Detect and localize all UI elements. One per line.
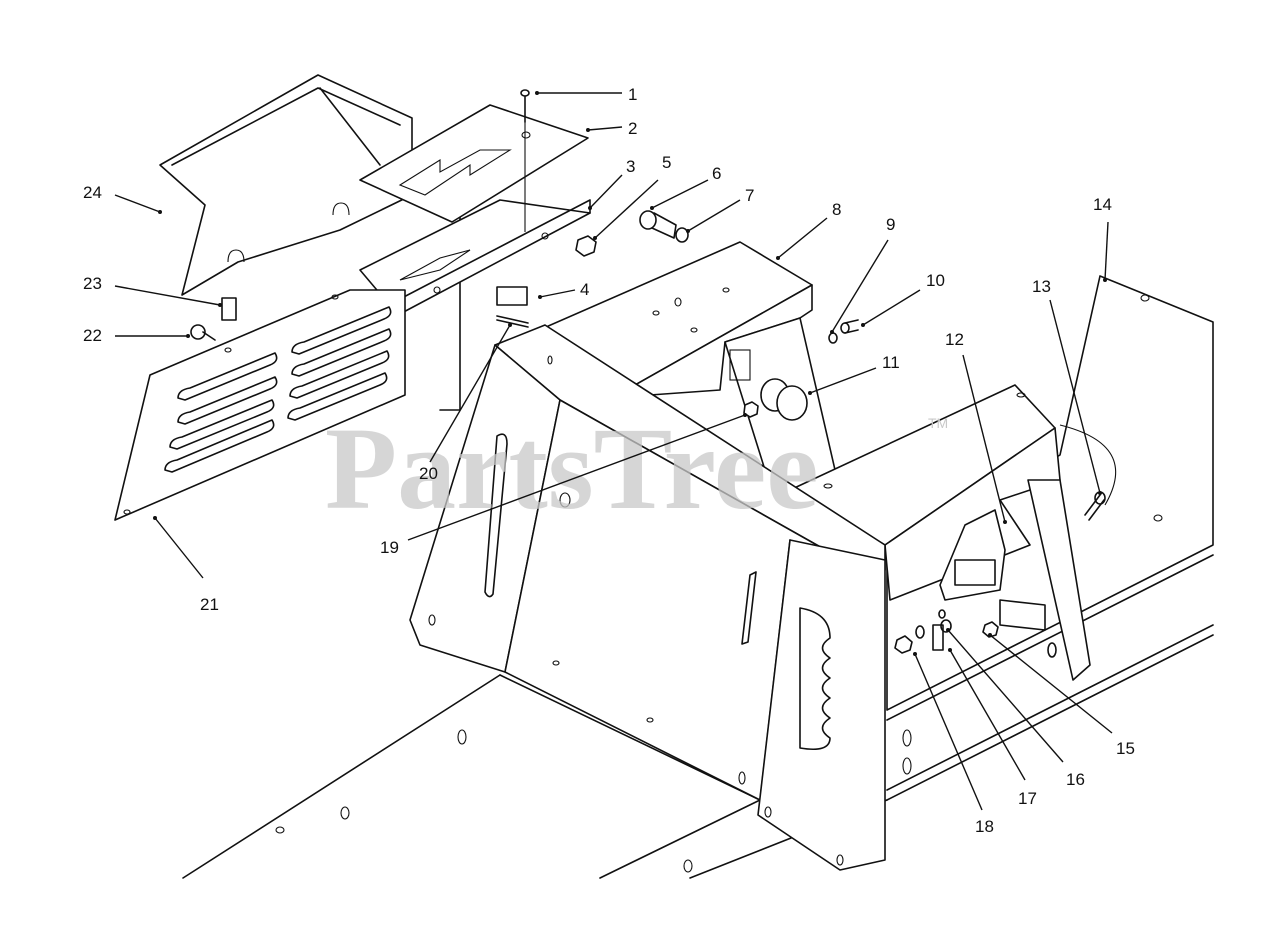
watermark-trademark: TM	[928, 415, 948, 431]
callout-10: 10	[926, 271, 945, 290]
callout-22: 22	[83, 326, 102, 345]
callout-12: 12	[945, 330, 964, 349]
callout-17: 17	[1018, 789, 1037, 808]
callout-15: 15	[1116, 739, 1135, 758]
vented-panel-21	[114, 289, 406, 521]
rear-housing	[789, 384, 1117, 681]
watermark: PartsTree TM	[325, 403, 948, 534]
callout-20: 20	[419, 464, 438, 483]
callout-8: 8	[832, 200, 841, 219]
callout-4: 4	[580, 280, 589, 299]
callout-3: 3	[626, 157, 635, 176]
callout-7: 7	[745, 186, 754, 205]
watermark-text: PartsTree	[325, 403, 819, 534]
callout-14: 14	[1093, 195, 1112, 214]
callout-5: 5	[662, 153, 671, 172]
callout-18: 18	[975, 817, 994, 836]
callout-2: 2	[628, 119, 637, 138]
callout-19: 19	[380, 538, 399, 557]
shift-plate-2	[359, 104, 589, 223]
callout-6: 6	[712, 164, 721, 183]
callout-13: 13	[1032, 277, 1051, 296]
main-console	[409, 324, 886, 871]
callout-24: 24	[83, 183, 102, 202]
callout-21: 21	[200, 595, 219, 614]
callout-16: 16	[1066, 770, 1085, 789]
callout-9: 9	[886, 215, 895, 234]
back-shield-24	[159, 74, 461, 411]
callouts: 1 2 3 4 5 6 7 8 9 10 11 12 13	[83, 85, 1135, 836]
callout-23: 23	[83, 274, 102, 293]
callout-1: 1	[628, 85, 637, 104]
hardware	[190, 89, 1106, 658]
callout-11: 11	[882, 353, 900, 372]
